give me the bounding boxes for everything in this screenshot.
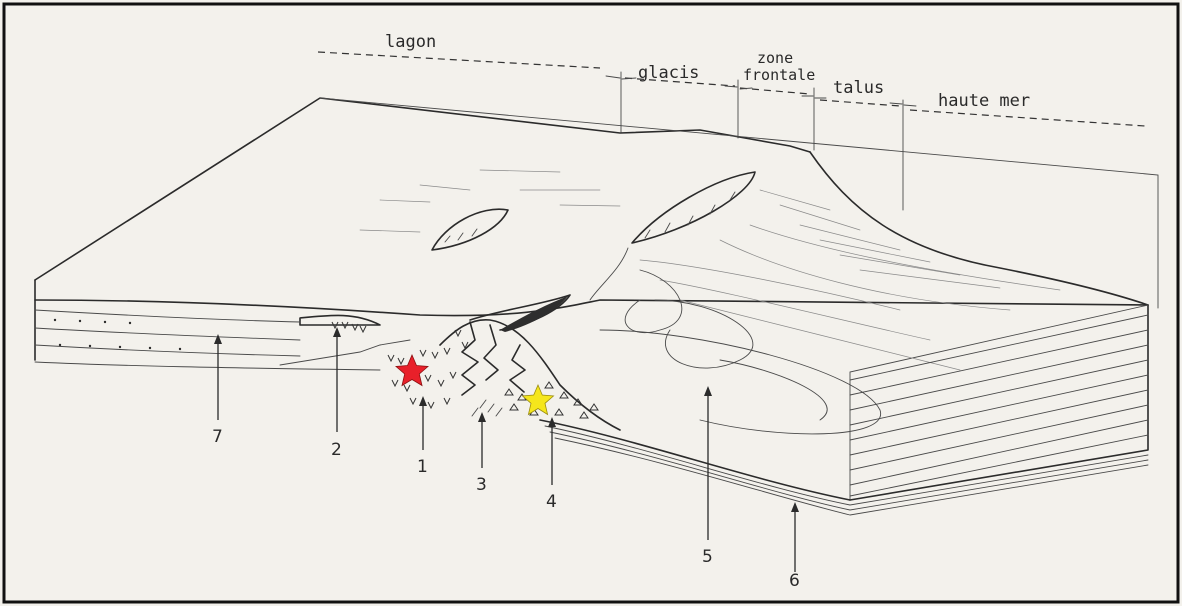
callout-3: 3: [476, 475, 487, 495]
zone-label-glacis: glacis: [638, 63, 699, 83]
callout-4: 4: [546, 492, 557, 512]
callout-7: 7: [212, 427, 223, 447]
callout-6: 6: [789, 571, 800, 591]
zone-label-frontale: frontale: [743, 66, 815, 84]
zone-label-talus: talus: [833, 78, 884, 98]
callout-1: 1: [417, 457, 428, 477]
zone-label-zone: zone: [757, 49, 793, 67]
callout-5: 5: [702, 547, 713, 567]
zone-label-haute-mer: haute mer: [938, 91, 1030, 111]
zone-label-lagon: lagon: [385, 32, 436, 52]
callout-2: 2: [331, 440, 342, 460]
